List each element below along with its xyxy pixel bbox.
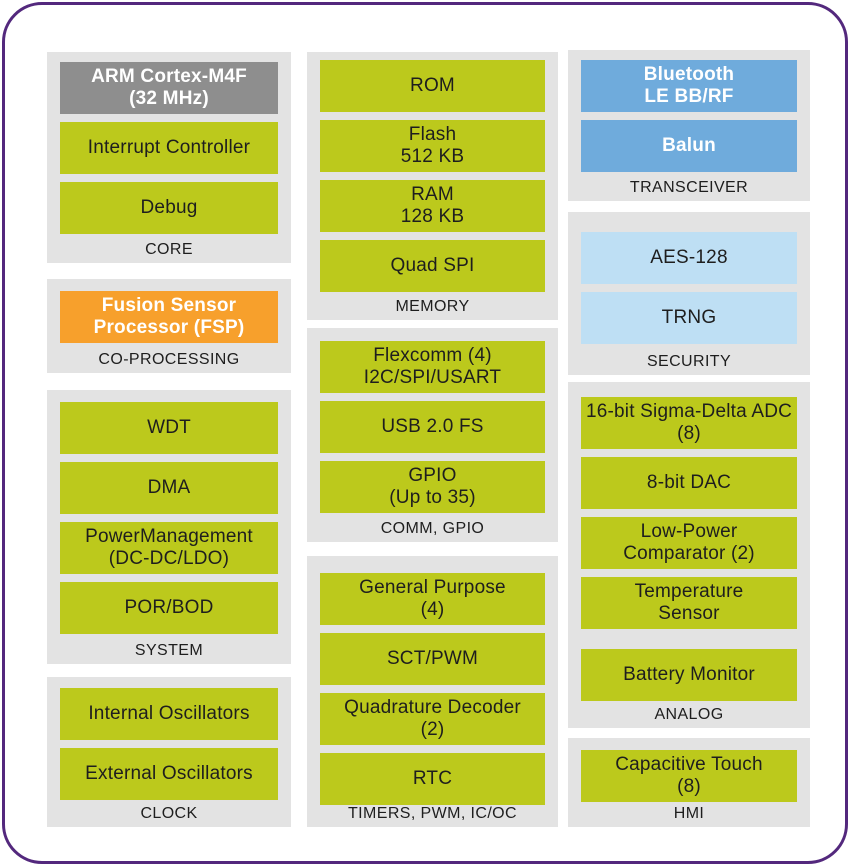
block-bluetooth-le-bb-rf: Bluetooth LE BB/RF [581, 60, 797, 112]
group-label-co-processing: CO-PROCESSING [98, 351, 240, 368]
block-ram: RAM 128 KB [320, 180, 545, 232]
group-memory: ROM Flash 512 KB RAM 128 KB Quad SPI MEM… [307, 52, 558, 320]
group-system: WDT DMA PowerManagement (DC-DC/LDO) POR/… [47, 390, 291, 664]
group-analog: 16-bit Sigma-Delta ADC (8) 8-bit DAC Low… [568, 382, 810, 728]
group-label-hmi: HMI [673, 805, 705, 822]
block-capacitive-touch: Capacitive Touch (8) [581, 750, 797, 802]
block-power-management: PowerManagement (DC-DC/LDO) [60, 522, 278, 574]
group-label-analog: ANALOG [654, 706, 724, 723]
group-core: ARM Cortex-M4F (32 MHz) Interrupt Contro… [47, 52, 291, 263]
block-external-oscillators: External Oscillators [60, 748, 278, 800]
group-co-processing: Fusion Sensor Processor (FSP) CO-PROCESS… [47, 279, 291, 373]
block-wdt: WDT [60, 402, 278, 454]
group-label-transceiver: TRANSCEIVER [629, 179, 749, 196]
group-label-memory: MEMORY [395, 298, 470, 315]
block-por-bod: POR/BOD [60, 582, 278, 634]
block-usb-2-0-fs: USB 2.0 FS [320, 401, 545, 453]
group-security: AES-128 TRNG SECURITY [568, 212, 810, 375]
block-flexcomm: Flexcomm (4) I2C/SPI/USART [320, 341, 545, 393]
block-rtc: RTC [320, 753, 545, 805]
block-rom: ROM [320, 60, 545, 112]
group-label-comm-gpio: COMM, GPIO [380, 520, 485, 537]
block-quad-spi: Quad SPI [320, 240, 545, 292]
block-gpio: GPIO (Up to 35) [320, 461, 545, 513]
block-sct-pwm: SCT/PWM [320, 633, 545, 685]
group-label-core: CORE [145, 241, 193, 258]
block-temperature-sensor: Temperature Sensor [581, 577, 797, 629]
group-label-clock: CLOCK [140, 805, 198, 822]
group-timers-pwm-ic-oc: General Purpose (4) SCT/PWM Quadrature D… [307, 556, 558, 827]
group-label-system: SYSTEM [134, 642, 204, 659]
group-label-timers: TIMERS, PWM, IC/OC [348, 805, 517, 822]
block-balun: Balun [581, 120, 797, 172]
block-sigma-delta-adc: 16-bit Sigma-Delta ADC (8) [581, 397, 797, 449]
block-fusion-sensor-processor: Fusion Sensor Processor (FSP) [60, 291, 278, 343]
group-transceiver: Bluetooth LE BB/RF Balun TRANSCEIVER [568, 50, 810, 201]
block-interrupt-controller: Interrupt Controller [60, 122, 278, 174]
block-quadrature-decoder: Quadrature Decoder (2) [320, 693, 545, 745]
block-debug: Debug [60, 182, 278, 234]
block-arm-cortex-m4f: ARM Cortex-M4F (32 MHz) [60, 62, 278, 114]
group-comm-gpio: Flexcomm (4) I2C/SPI/USART USB 2.0 FS GP… [307, 328, 558, 542]
block-general-purpose-timers: General Purpose (4) [320, 573, 545, 625]
block-aes-128: AES-128 [581, 232, 797, 284]
block-battery-monitor: Battery Monitor [581, 649, 797, 701]
block-low-power-comparator: Low-Power Comparator (2) [581, 517, 797, 569]
block-flash: Flash 512 KB [320, 120, 545, 172]
group-label-security: SECURITY [646, 353, 732, 370]
block-8-bit-dac: 8-bit DAC [581, 457, 797, 509]
group-hmi: Capacitive Touch (8) HMI [568, 738, 810, 827]
group-clock: Internal Oscillators External Oscillator… [47, 677, 291, 827]
block-trng: TRNG [581, 292, 797, 344]
block-dma: DMA [60, 462, 278, 514]
block-internal-oscillators: Internal Oscillators [60, 688, 278, 740]
